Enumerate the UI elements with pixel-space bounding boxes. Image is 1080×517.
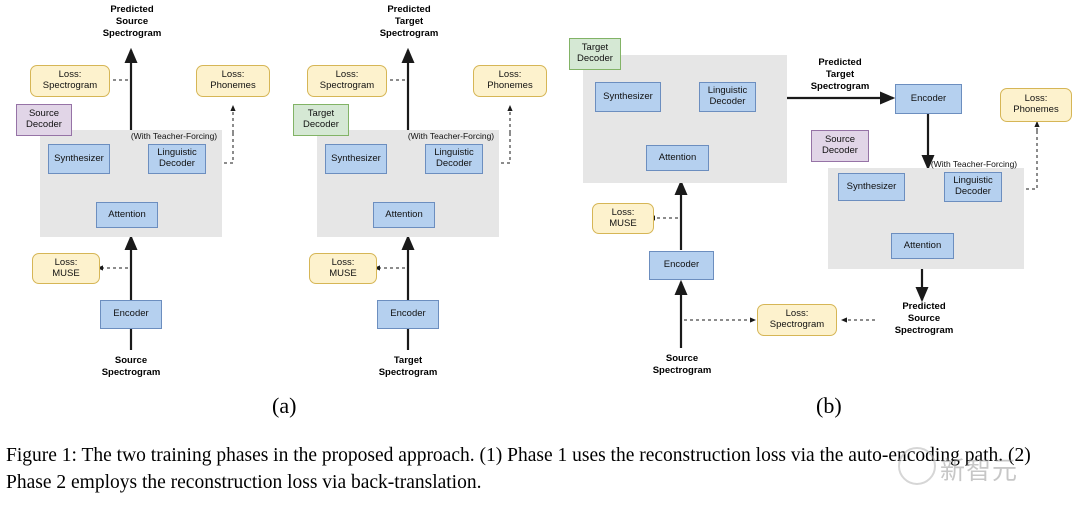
panel-a-left-encoder[interactable]: Encoder	[100, 300, 162, 329]
panel-b-bottom-synthesizer[interactable]: Synthesizer	[838, 173, 905, 201]
panel-a-left-teacher-forcing-label: (With Teacher-Forcing)	[130, 131, 218, 141]
panel-b-loss-spectrogram[interactable]: Loss:Spectrogram	[757, 304, 837, 336]
panel-a-left-attention[interactable]: Attention	[96, 202, 158, 228]
panel-a-right-encoder[interactable]: Encoder	[377, 300, 439, 329]
panel-a-letter: (a)	[272, 393, 297, 418]
panel-a-left-synthesizer[interactable]: Synthesizer	[48, 144, 110, 174]
panel-a-left-loss-muse[interactable]: Loss:MUSE	[32, 253, 100, 284]
figure-caption: Figure 1: The two training phases in the…	[6, 445, 1031, 493]
panel-a-left-loss-spectrogram[interactable]: Loss:Spectrogram	[30, 65, 110, 97]
panel-a-left-loss-phonemes[interactable]: Loss:Phonemes	[196, 65, 270, 97]
panel-a-right-teacher-forcing-label: (With Teacher-Forcing)	[407, 131, 495, 141]
panel-a-right-loss-muse[interactable]: Loss:MUSE	[309, 253, 377, 284]
panel-a-right-loss-phonemes[interactable]: Loss:Phonemes	[473, 65, 547, 97]
panel-b-encoder-right[interactable]: Encoder	[895, 84, 962, 114]
panel-b-loss-muse[interactable]: Loss:MUSE	[592, 203, 654, 234]
panel-b-loss-phonemes[interactable]: Loss:Phonemes	[1000, 88, 1072, 122]
panel-b-top-synthesizer[interactable]: Synthesizer	[595, 82, 661, 112]
panel-a-right-loss-spectrogram[interactable]: Loss:Spectrogram	[307, 65, 387, 97]
panel-b-encoder-left[interactable]: Encoder	[649, 251, 714, 280]
panel-b-top-attention[interactable]: Attention	[646, 145, 709, 171]
panel-a-right-attention[interactable]: Attention	[373, 202, 435, 228]
panel-b-bottom-teacher-forcing-label: (With Teacher-Forcing)	[930, 159, 1018, 169]
panel-b-bottom-attention[interactable]: Attention	[891, 233, 954, 259]
panel-b-letter: (b)	[816, 393, 842, 418]
panel-a-right-synthesizer[interactable]: Synthesizer	[325, 144, 387, 174]
